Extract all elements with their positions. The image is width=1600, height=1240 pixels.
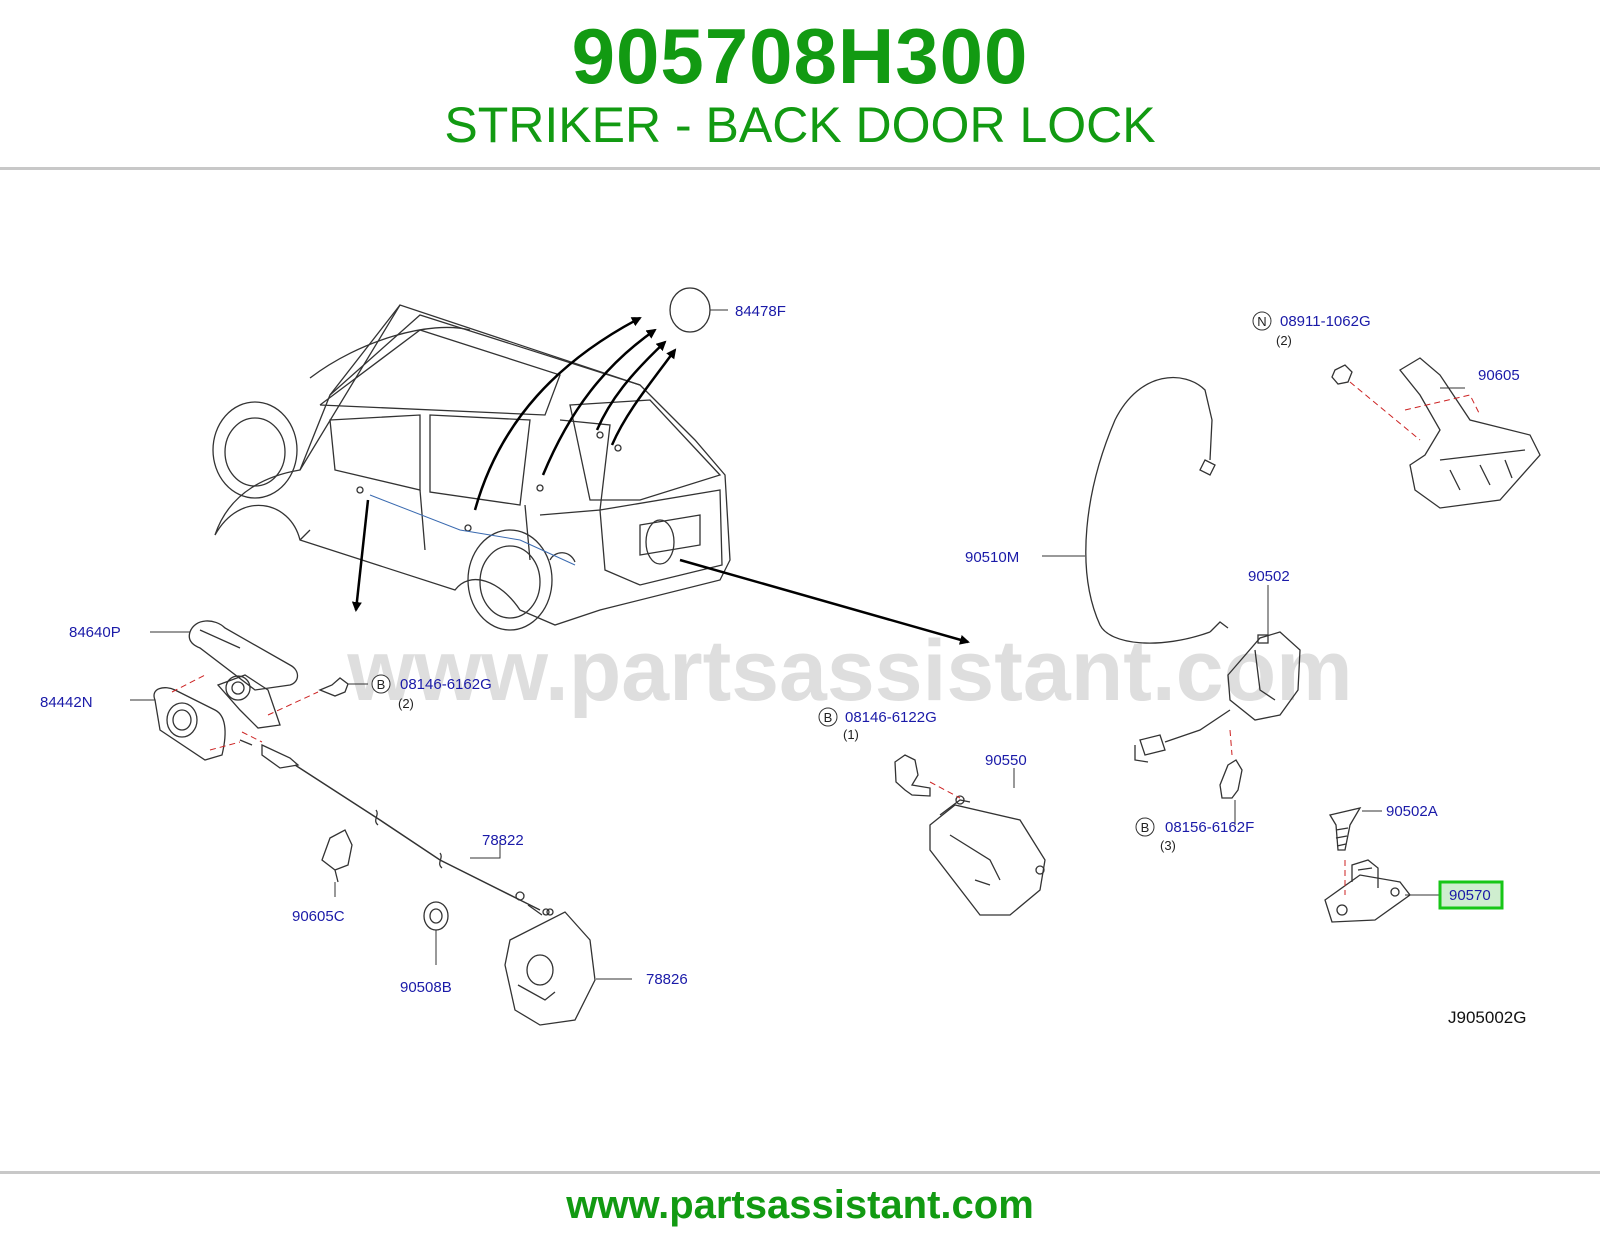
label-84478F[interactable]: 84478F bbox=[735, 303, 786, 320]
assembly-lines-right bbox=[1229, 381, 1481, 895]
marker-n-letter: N bbox=[1257, 314, 1266, 329]
label-90502A[interactable]: 90502A bbox=[1386, 803, 1438, 820]
qty-08911-1062G: (2) bbox=[1276, 333, 1292, 348]
marker-b-letter: B bbox=[1141, 820, 1150, 835]
label-08146-6122G[interactable]: 08146-6122G bbox=[845, 709, 937, 726]
back-door-lock-parts bbox=[1085, 357, 1541, 923]
highlight-box-90570 bbox=[1438, 880, 1504, 910]
label-08156-6162F[interactable]: 08156-6162F bbox=[1165, 819, 1254, 836]
part-number-title: 905708H300 bbox=[571, 12, 1029, 100]
leader-lines bbox=[130, 309, 1465, 980]
part-description: STRIKER - BACK DOOR LOCK bbox=[444, 97, 1156, 153]
actuator-parts bbox=[894, 754, 1046, 916]
parts-diagram: www.partsassistant.com bbox=[0, 170, 1600, 1170]
watermark-text: www.partsassistant.com bbox=[346, 623, 1352, 719]
qty-08146-6162G: (2) bbox=[398, 696, 414, 711]
marker-b-letter: B bbox=[377, 677, 386, 692]
header-divider bbox=[0, 167, 1600, 170]
footer-url[interactable]: www.partsassistant.com bbox=[566, 1183, 1034, 1227]
label-90502[interactable]: 90502 bbox=[1248, 568, 1290, 585]
marker-b-letter: B bbox=[824, 710, 833, 725]
label-90570[interactable]: 90570 bbox=[1449, 887, 1491, 904]
drawing-code: J905002G bbox=[1448, 1008, 1526, 1027]
label-84442N[interactable]: 84442N bbox=[40, 694, 93, 711]
label-90605[interactable]: 90605 bbox=[1478, 367, 1520, 384]
callout-arrows bbox=[351, 316, 970, 645]
diagram-canvas: www.partsassistant.com bbox=[40, 287, 1541, 1027]
vehicle-illustration bbox=[212, 304, 731, 631]
assembly-lines-left bbox=[171, 674, 319, 751]
label-78822[interactable]: 78822 bbox=[482, 832, 524, 849]
label-90605C[interactable]: 90605C bbox=[292, 908, 345, 925]
label-08911-1062G[interactable]: 08911-1062G bbox=[1280, 313, 1371, 330]
label-84640P[interactable]: 84640P bbox=[69, 624, 121, 641]
qty-08156-6162F: (3) bbox=[1160, 838, 1176, 853]
label-78826[interactable]: 78826 bbox=[646, 971, 688, 988]
part-labels: 84478F 84640P 84442N B 08146-6162G (2) 7… bbox=[40, 303, 1526, 1027]
label-90508B[interactable]: 90508B bbox=[400, 979, 452, 996]
header: 905708H300 STRIKER - BACK DOOR LOCK bbox=[0, 0, 1600, 170]
marker-b-08146-6162G: B bbox=[371, 674, 391, 694]
footer-divider bbox=[0, 1171, 1600, 1174]
assembly-lines-middle bbox=[929, 781, 961, 799]
label-90510M[interactable]: 90510M bbox=[965, 549, 1019, 566]
marker-b-08156-6162F: B bbox=[1135, 817, 1155, 837]
label-90550[interactable]: 90550 bbox=[985, 752, 1027, 769]
label-08146-6162G[interactable]: 08146-6162G bbox=[400, 676, 492, 693]
marker-b-08146-6122G: B bbox=[818, 707, 838, 727]
marker-n-08911-1062G: N bbox=[1252, 311, 1272, 331]
qty-08146-6122G: (1) bbox=[843, 727, 859, 742]
